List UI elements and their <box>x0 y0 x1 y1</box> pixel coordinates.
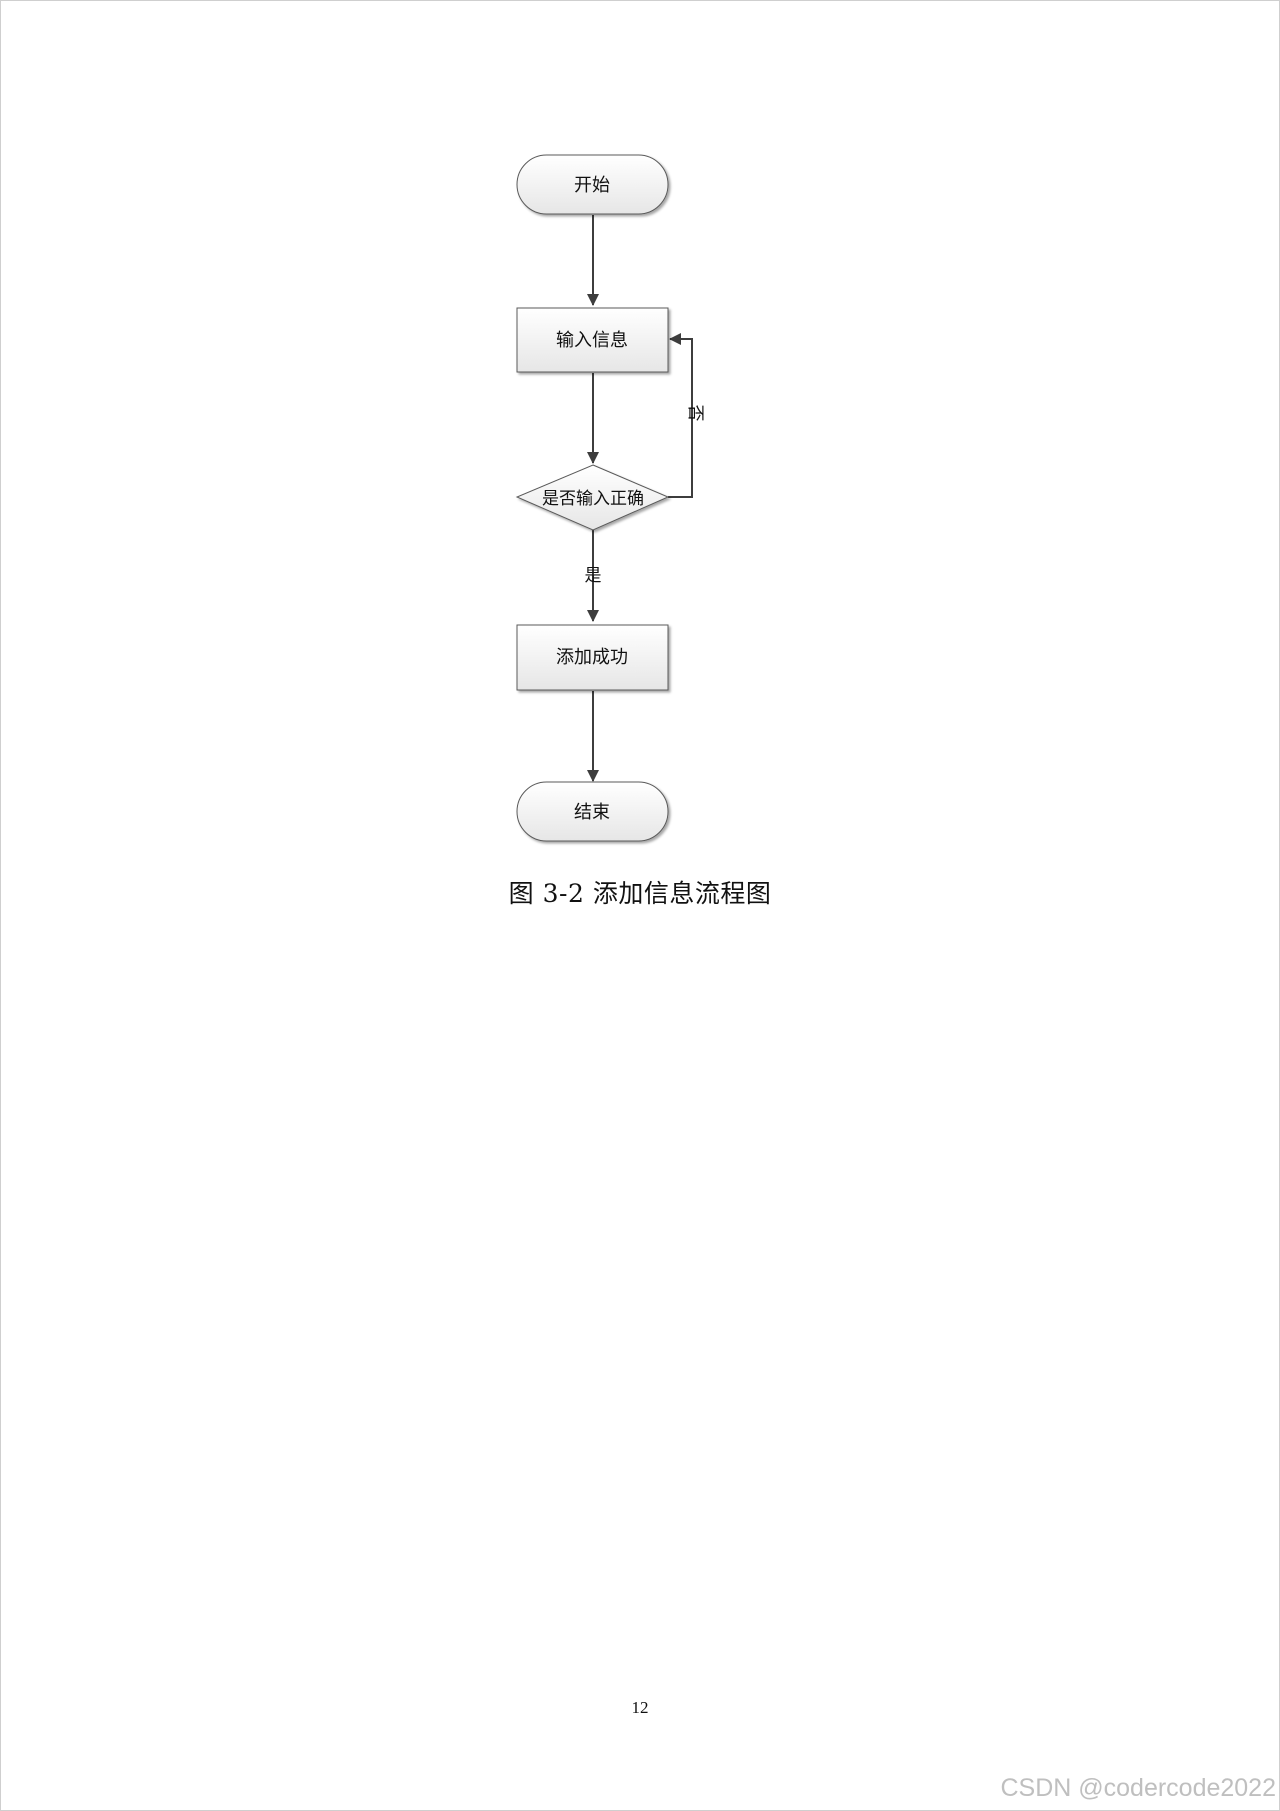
edges <box>587 215 693 782</box>
node-check: 是否输入正确 <box>515 464 670 531</box>
node-start: 开始 <box>516 154 669 215</box>
node-input: 输入信息 <box>516 307 669 373</box>
node-input-label: 输入信息 <box>556 330 628 351</box>
process-shape <box>516 307 669 373</box>
node-success: 添加成功 <box>516 624 669 691</box>
node-end-label: 结束 <box>574 802 610 823</box>
edge-check-to-input-no <box>668 333 693 498</box>
edge-label-yes: 是 <box>585 566 602 586</box>
page-number: 12 <box>631 1698 649 1717</box>
figure-caption: 图 3-2 添加信息流程图 <box>508 879 772 908</box>
watermark: CSDN @codercode2022 <box>1000 1774 1276 1802</box>
node-check-label: 是否输入正确 <box>542 489 644 509</box>
edge-label-no: 否 <box>685 405 705 422</box>
decision-shape <box>515 464 670 531</box>
node-start-label: 开始 <box>574 175 610 196</box>
node-success-label: 添加成功 <box>556 647 628 668</box>
process-shape <box>516 624 669 691</box>
terminal-shape <box>516 154 669 215</box>
terminal-shape <box>516 781 669 842</box>
node-end: 结束 <box>516 781 669 842</box>
